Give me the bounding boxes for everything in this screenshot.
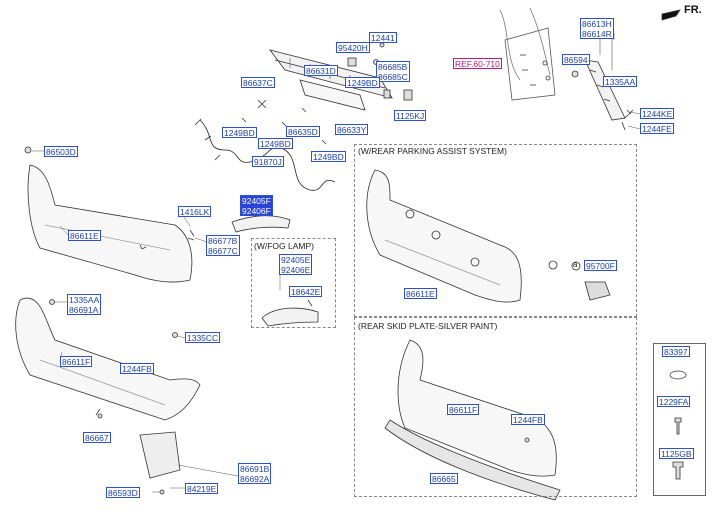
section-title-fog-lamp: (W/FOG LAMP)	[254, 241, 314, 251]
part-label-1335CC[interactable]: 1335CC	[185, 332, 221, 343]
part-label-1416LK[interactable]: 1416LK	[178, 206, 212, 217]
front-direction-label: FR.	[684, 4, 702, 16]
part-label-1125KJ[interactable]: 1125KJ	[394, 110, 427, 121]
part-label-86593D[interactable]: 86593D	[106, 487, 140, 498]
legend-label-83397[interactable]: 83397	[662, 346, 690, 357]
part-label-86665[interactable]: 86665	[430, 473, 458, 484]
wiring-harness	[199, 119, 336, 191]
part-label-86613H[interactable]: 86613H 86614R	[580, 18, 614, 39]
part-label-18642E[interactable]: 18642E	[289, 286, 323, 297]
skid-plate-part	[384, 419, 561, 501]
part-label-86635D[interactable]: 86635D	[286, 126, 320, 137]
part-label-86637C[interactable]: 86637C	[241, 77, 275, 88]
reflector-part	[231, 215, 291, 233]
bumper-cover-right	[366, 169, 522, 303]
part-label-1335AA-top[interactable]: 1335AA	[603, 76, 638, 87]
part-label-86594[interactable]: 86594	[562, 54, 590, 65]
part-label-1244FB-left[interactable]: 1244FB	[120, 363, 154, 374]
side-bracket-part	[584, 59, 626, 121]
part-label-86677B[interactable]: 86677B 86677C	[206, 235, 240, 256]
parking-sensor-part	[584, 281, 611, 301]
part-label-86691B[interactable]: 86691B 86692A	[238, 463, 272, 484]
part-label-86633Y[interactable]: 86633Y	[335, 124, 369, 135]
part-label-86685B[interactable]: 86685B 86685C	[376, 61, 410, 82]
part-label-86611E-right[interactable]: 86611E	[404, 288, 437, 299]
part-label-92405F-selected[interactable]: 92405F 92406F	[240, 195, 273, 216]
part-label-1244FB-right[interactable]: 1244FB	[511, 414, 545, 425]
bumper-cover-left	[27, 164, 193, 283]
part-label-1244KE[interactable]: 1244KE	[640, 108, 675, 119]
part-label-86667[interactable]: 86667	[83, 432, 111, 443]
part-label-86611F-left[interactable]: 86611F	[60, 356, 93, 367]
part-label-95700F[interactable]: 95700F	[584, 260, 617, 271]
part-label-1244FE[interactable]: 1244FE	[640, 123, 674, 134]
part-label-86611F-right[interactable]: 86611F	[447, 404, 480, 415]
part-label-1249BD-d[interactable]: 1249BD	[311, 151, 346, 162]
section-skid-plate	[354, 317, 637, 497]
part-label-86503D[interactable]: 86503D	[44, 146, 78, 157]
section-title-skid-plate: (REAR SKID PLATE-SILVER PAINT)	[358, 321, 498, 331]
part-label-92405E[interactable]: 92405E 92406E	[279, 254, 313, 275]
section-title-parking-assist: (W/REAR PARKING ASSIST SYSTEM)	[358, 146, 507, 156]
ref-label[interactable]: REF.60-710	[453, 58, 502, 69]
circle-marker-a: a	[573, 260, 578, 269]
fog-lamp-part	[261, 307, 319, 327]
lower-valance-left	[15, 297, 201, 421]
part-label-95420H[interactable]: 95420H	[336, 42, 370, 53]
fastener-legend	[653, 343, 706, 496]
part-label-86611E-left[interactable]: 86611E	[68, 230, 101, 241]
part-label-86631D[interactable]: 86631D	[304, 65, 338, 76]
bracket-part	[139, 431, 181, 479]
front-arrow-icon	[661, 9, 681, 21]
part-label-91870J[interactable]: 91870J	[252, 156, 284, 167]
body-panel	[504, 27, 556, 101]
part-label-12441[interactable]: 12441	[369, 32, 397, 43]
section-fog-lamp	[251, 238, 336, 328]
part-label-1249BD-b[interactable]: 1249BD	[222, 127, 257, 138]
part-label-1249BD-a[interactable]: 1249BD	[345, 77, 380, 88]
part-label-1249BD-c[interactable]: 1249BD	[258, 138, 293, 149]
legend-label-1125GB[interactable]: 1125GB	[659, 448, 694, 459]
legend-label-1229FA[interactable]: 1229FA	[657, 396, 691, 407]
part-label-1335AA-86691A[interactable]: 1335AA 86691A	[67, 294, 102, 315]
section-parking-assist	[354, 144, 637, 317]
part-label-84219E[interactable]: 84219E	[185, 483, 219, 494]
